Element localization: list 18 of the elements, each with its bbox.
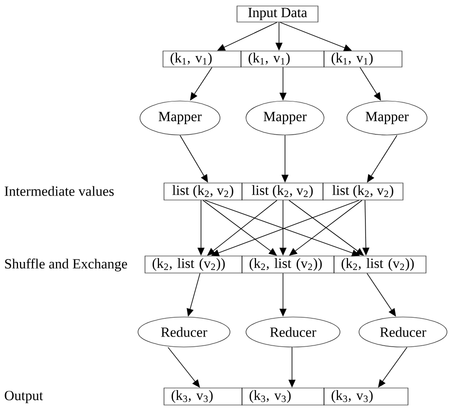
data-cell: (k$_{1}$, v$_{1}$) (162, 50, 242, 68)
data-cell: list (k$_{2}$, v$_{2}$) (322, 182, 404, 200)
row-label: Intermediate values (4, 186, 114, 196)
data-cell: (k$_{3}$, v$_{3}$) (242, 388, 324, 406)
data-cell: list (k$_{2}$, v$_{2}$) (242, 182, 324, 200)
data-cell: (k$_{2}$, list (v$_{2}$)) (334, 256, 426, 274)
row-label: Output (4, 390, 44, 404)
data-cell: (k$_{1}$, v$_{1}$) (324, 50, 402, 68)
arrow (280, 22, 352, 52)
input-box: Input Data (236, 6, 318, 22)
row-label: Shuffle and Exchange (5, 258, 128, 272)
data-cell: (k$_{3}$, v$_{3}$) (164, 388, 242, 406)
arrow (217, 22, 278, 51)
data-cell: (k$_{1}$, v$_{1}$) (240, 50, 324, 68)
data-cell: list (k$_{2}$, v$_{2}$) (164, 182, 242, 200)
data-cell: (k$_{2}$, list (v$_{2}$)) (242, 256, 334, 274)
data-cell: (k$_{3}$, v$_{3}$) (324, 388, 408, 406)
data-cell: (k$_{2}$, list (v$_{2}$)) (144, 256, 242, 274)
